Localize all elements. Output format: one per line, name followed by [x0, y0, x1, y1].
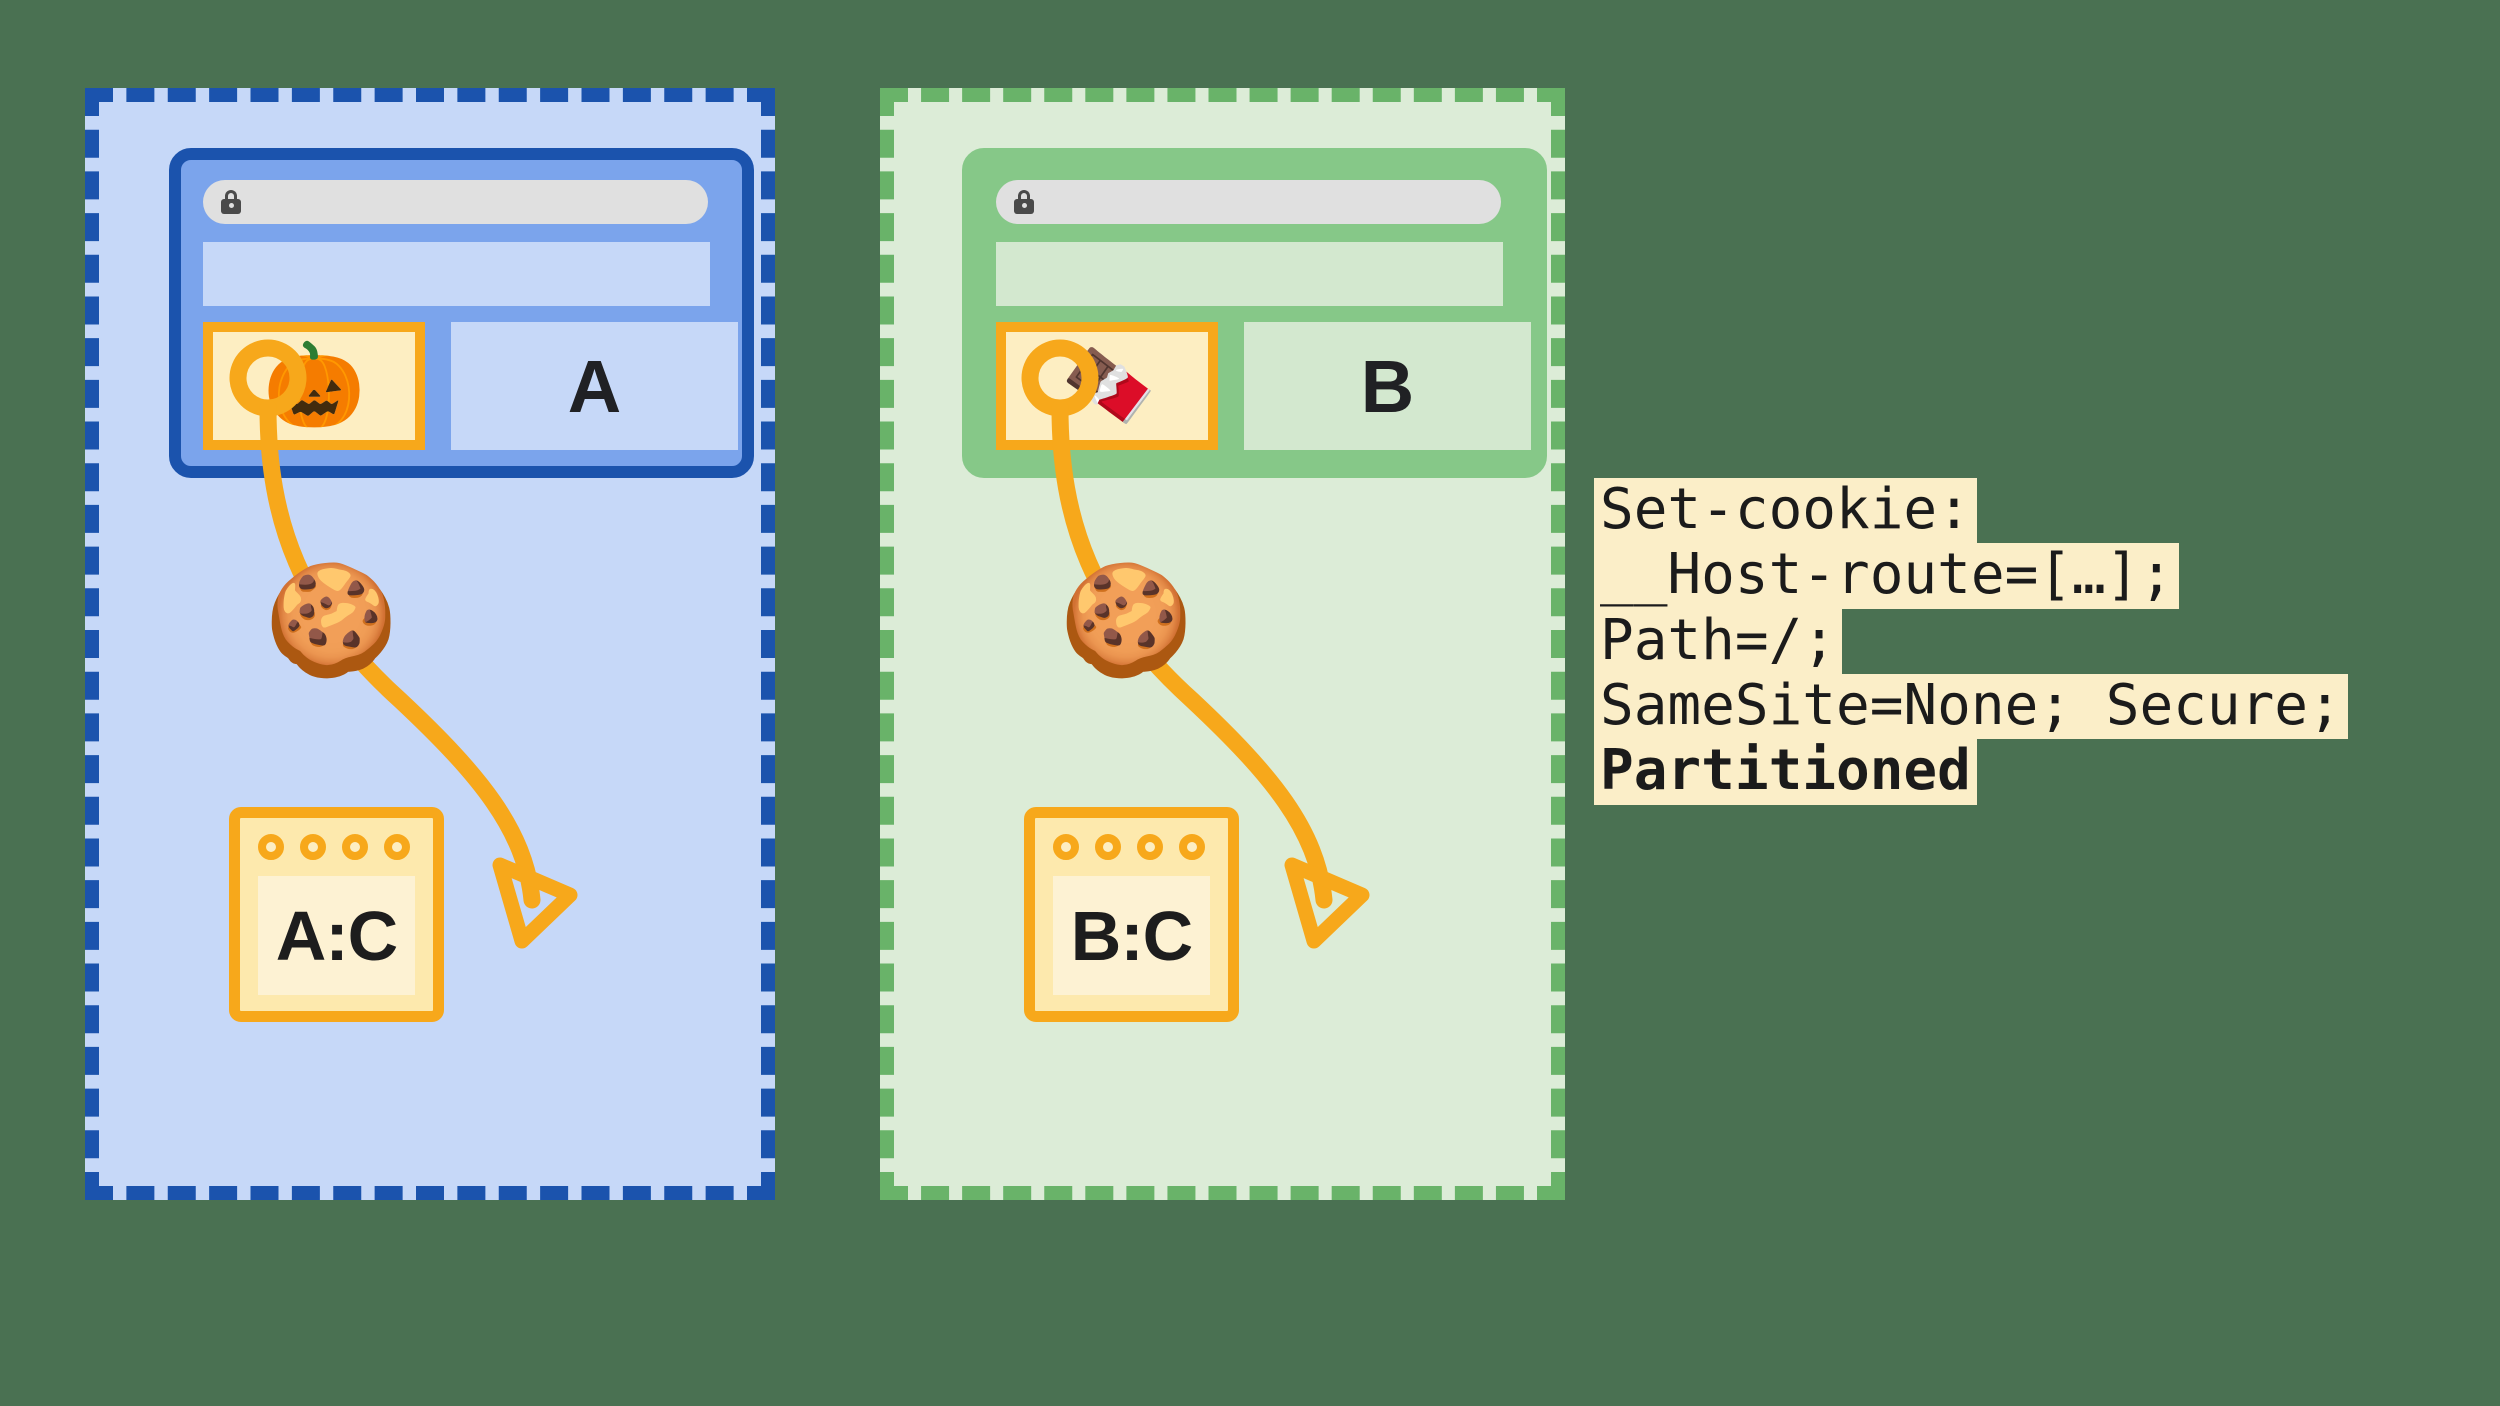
storage-key-label-b: B:C: [1053, 876, 1210, 995]
partition-b: 🍫 B 🍪 B:C: [880, 88, 1565, 1200]
storage-dot: [1137, 834, 1163, 860]
embedded-iframe-b: 🍫: [996, 322, 1218, 450]
storage-dot: [342, 834, 368, 860]
storage-dot: [258, 834, 284, 860]
cookie-icon-b: 🍪: [1059, 559, 1194, 680]
site-label-b: B: [1244, 322, 1531, 450]
partitioned-storage-a: A:C: [229, 807, 444, 1022]
page-content-band-a: [203, 242, 710, 306]
page-content-band-b: [996, 242, 1503, 306]
code-line-4: SameSite=None; Secure;: [1594, 674, 2348, 740]
code-line-3: Path=/;: [1594, 608, 1843, 675]
lock-icon: [221, 190, 241, 214]
browser-window-a: 🎃 A: [169, 148, 754, 478]
site-label-a: A: [451, 322, 738, 450]
lock-icon: [1014, 190, 1034, 214]
url-bar-a[interactable]: [203, 180, 708, 224]
embedded-iframe-a: 🎃: [203, 322, 425, 450]
jack-o-lantern-icon: 🎃: [262, 340, 366, 431]
storage-dot: [1095, 834, 1121, 860]
code-line-2: __Host-route=[…];: [1594, 543, 2180, 609]
storage-dot: [1053, 834, 1079, 860]
code-line-5: Partitioned: [1594, 739, 1977, 805]
storage-dots-b: [1053, 834, 1205, 860]
browser-window-b: 🍫 B: [962, 148, 1547, 478]
partition-a: 🎃 A 🍪 A:C: [85, 88, 775, 1200]
cookie-icon-a: 🍪: [264, 559, 399, 680]
storage-key-label-a: A:C: [258, 876, 415, 995]
chocolate-bar-icon: 🍫: [1057, 337, 1161, 434]
storage-dots-a: [258, 834, 410, 860]
code-line-1: Set-cookie:: [1594, 478, 1977, 544]
set-cookie-code-block: Set-cookie: __Host-route=[…]; Path=/; Sa…: [1594, 478, 2348, 805]
url-bar-b[interactable]: [996, 180, 1501, 224]
storage-dot: [384, 834, 410, 860]
storage-dot: [1179, 834, 1205, 860]
partitioned-storage-b: B:C: [1024, 807, 1239, 1022]
storage-dot: [300, 834, 326, 860]
